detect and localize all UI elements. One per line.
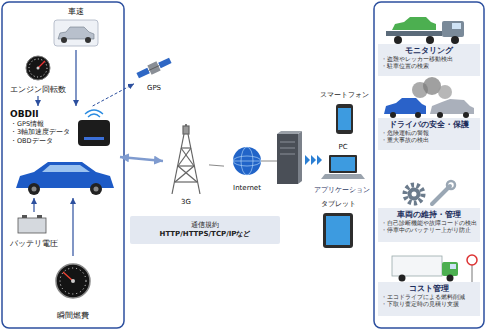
tachometer-icon xyxy=(26,56,50,80)
sensor-node: 瞬間燃費 xyxy=(42,256,104,322)
flow-arrows xyxy=(305,155,322,165)
sensor-node: エンジン回転数 xyxy=(6,54,70,96)
connector-arrow xyxy=(93,84,134,106)
node-title: 車両の維持・管理 xyxy=(381,210,477,220)
obd-device: OBDII・GPS情報・3軸加速度データ・OBDデータ xyxy=(6,106,120,198)
network-line xyxy=(261,161,277,162)
server-icon xyxy=(277,131,302,184)
tower-node: 3G xyxy=(163,118,209,208)
bullet-item: ・GPS情報 xyxy=(10,120,44,128)
bullet-item: ・重大事故の検出 xyxy=(381,137,477,144)
bullet-item: ・駐車位置の検索 xyxy=(381,63,477,70)
fuel-gauge-icon xyxy=(56,264,90,298)
application-card: ドライバの安全・保護・危険運転の警報・重大事故の検出 xyxy=(378,80,480,150)
node-label: タブレット xyxy=(321,200,356,209)
bullet-item: ・下取り査定時の見積り支援 xyxy=(381,301,477,308)
bullet-item: ・盗難やレッカー移動検出 xyxy=(381,56,477,63)
satellite-node: GPS xyxy=(134,52,174,94)
node-label: GPS xyxy=(147,84,161,93)
bullet-item: ・自己診断機能や故障コードの検出 xyxy=(381,220,477,227)
connector-arrow xyxy=(120,157,163,161)
node-title: ドライバの安全・保護 xyxy=(381,120,477,130)
node-label: バッテリ電圧 xyxy=(10,239,58,249)
protocol-box: 通信規約HTTP/HTTPS/TCP/IPなど xyxy=(130,216,280,244)
internet-node: Internet xyxy=(224,142,270,194)
connector-arrow xyxy=(75,50,76,106)
tablet-icon xyxy=(323,213,353,248)
application-card: コスト管理・エコドライブによる燃料削減・下取り査定時の見積り支援 xyxy=(378,252,480,316)
connector-arrow xyxy=(209,165,224,166)
vehicle-panel xyxy=(2,2,124,328)
battery-icon xyxy=(18,215,46,233)
connector-arrow xyxy=(37,96,38,106)
bullet-item: ・危険運転の警報 xyxy=(381,130,477,137)
smartphone-icon xyxy=(336,104,353,134)
section-label: アプリケーション xyxy=(314,185,370,195)
car-speed-icon xyxy=(54,20,98,46)
sensor-node: バッテリ電圧 xyxy=(6,212,62,250)
bullet-item: ・停車中のバッテリー上がり防止 xyxy=(381,227,477,234)
node-title: モニタリング xyxy=(381,46,477,56)
car-icon xyxy=(16,162,114,195)
bullet-item: ・エコドライブによる燃料削減 xyxy=(381,294,477,301)
bullet-item: HTTP/HTTPS/TCP/IPなど xyxy=(160,230,251,239)
sensor-node: 車速 xyxy=(45,6,107,50)
node-title: OBDII xyxy=(10,109,39,120)
bullet-item: ・OBDデータ xyxy=(10,137,53,145)
node-title: 通信規約 xyxy=(191,221,219,230)
application-panel xyxy=(374,2,484,328)
connector-arrow xyxy=(33,198,34,212)
application-card: モニタリング・盗難やレッカー移動検出・駐車位置の検索 xyxy=(378,6,480,76)
node-label: Internet xyxy=(233,184,261,193)
device-node: タブレット xyxy=(314,199,362,250)
device-node: スマートフォン xyxy=(318,90,371,136)
tower-icon xyxy=(172,124,200,194)
node-label: 瞬間燃費 xyxy=(57,311,89,321)
satellite-icon xyxy=(136,56,173,80)
node-title: コスト管理 xyxy=(381,284,477,294)
connector-arrow xyxy=(72,198,73,256)
node-label: PC xyxy=(338,143,347,152)
laptop-icon xyxy=(321,155,365,179)
bullet-item: ・3軸加速度データ xyxy=(10,128,70,136)
node-label: 車速 xyxy=(68,7,84,17)
device-node: PC xyxy=(318,142,368,180)
application-card: 車両の維持・管理・自己診断機能や故障コードの検出・停車中のバッテリー上がり防止 xyxy=(378,180,480,242)
obd-dongle-icon xyxy=(78,110,110,146)
node-label: スマートフォン xyxy=(320,91,369,100)
node-label: 3G xyxy=(181,198,191,207)
globe-icon xyxy=(233,147,261,175)
node-label: エンジン回転数 xyxy=(10,85,66,95)
